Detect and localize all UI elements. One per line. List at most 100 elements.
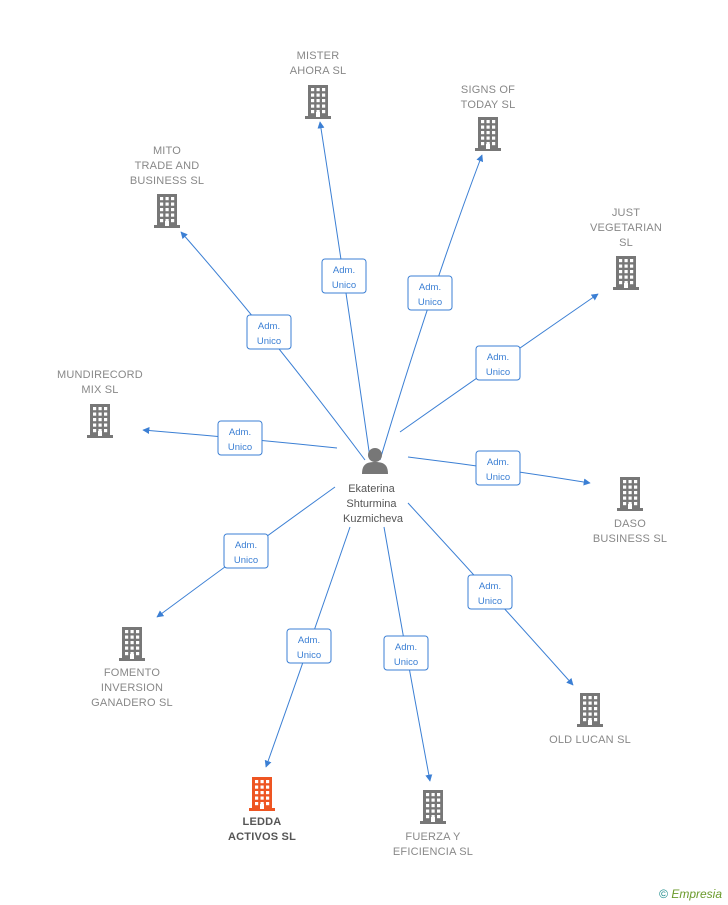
person-icon — [362, 448, 388, 474]
company-name-line-2: VEGETARIAN — [590, 222, 662, 234]
company-name-line-1: MITO — [153, 145, 181, 157]
footer-brand[interactable]: © Empresia — [659, 887, 722, 901]
company-name-line-2: EFICIENCIA SL — [393, 846, 473, 858]
copyright-icon: © — [659, 887, 668, 901]
company-name-line-2: BUSINESS SL — [593, 533, 667, 545]
role-line-2: Unico — [234, 555, 258, 566]
company-node-signs-of-today[interactable]: SIGNS OF TODAY SL — [461, 84, 516, 151]
svg-text:Adm.Unico: Adm. Unico — [228, 427, 252, 453]
svg-text:Adm.Unico: Adm. Unico — [486, 457, 510, 483]
svg-text:Adm.Unico: Adm. Unico — [234, 540, 258, 566]
role-line-2: Unico — [486, 472, 510, 483]
center-person[interactable]: Ekaterina Shturmina Kuzmicheva — [343, 448, 404, 525]
company-name-line-1: JUST — [612, 207, 640, 219]
company-name-line-3: GANADERO SL — [91, 697, 173, 709]
company-name-line-1: SIGNS OF — [461, 84, 515, 96]
building-icon — [617, 477, 643, 511]
role-line-1: Adm. — [479, 581, 501, 592]
role-line-2: Unico — [228, 442, 252, 453]
svg-text:Adm.Unico: Adm. Unico — [394, 642, 418, 668]
company-node-fuerza-eficiencia[interactable]: FUERZA Y EFICIENCIA SL — [393, 790, 473, 858]
company-name-line-1: OLD LUCAN SL — [549, 734, 631, 746]
role-box-daso-business[interactable]: Adm. Unico — [475, 450, 521, 486]
company-name-line-2: MIX SL — [81, 384, 118, 396]
role-line-1: Adm. — [487, 457, 509, 468]
company-node-ledda-activos[interactable]: LEDDA ACTIVOS SL — [228, 777, 296, 843]
svg-text:Adm.Unico: Adm. Unico — [486, 352, 510, 378]
person-name-line-2: Shturmina — [346, 498, 397, 510]
company-name-line-1: MISTER — [297, 50, 340, 62]
role-box-fomento-inversion[interactable]: Adm. Unico — [223, 533, 269, 569]
brand-name: Empresia — [671, 887, 722, 901]
company-node-old-lucan[interactable]: OLD LUCAN SL — [549, 693, 631, 746]
company-name-line-2: AHORA SL — [290, 65, 347, 77]
role-box-just-vegetarian[interactable]: Adm. Unico — [475, 345, 521, 381]
role-line-2: Unico — [486, 367, 510, 378]
building-icon — [475, 117, 501, 151]
svg-text:Adm.Unico: Adm.Unico — [478, 581, 502, 607]
company-name-line-1: DASO — [614, 518, 646, 530]
building-icon — [613, 256, 639, 290]
company-name-line-2: TODAY SL — [461, 99, 516, 111]
company-name-line-1: FOMENTO — [104, 667, 160, 679]
svg-text:Adm.Unico: Adm.Unico — [418, 282, 442, 308]
role-line-1: Adm. — [395, 642, 417, 653]
building-icon — [154, 194, 180, 228]
building-icon — [305, 85, 331, 119]
role-line-1: Adm. — [258, 321, 280, 332]
role-line-1: Adm. — [298, 635, 320, 646]
company-name-line-3: SL — [619, 237, 633, 249]
person-name-line-1: Ekaterina — [348, 483, 395, 495]
company-node-mito-trade[interactable]: MITO TRADE AND BUSINESS SL — [130, 145, 204, 228]
svg-text:Adm.Unico: Adm. Unico — [332, 265, 356, 291]
role-box-mundirecord-mix[interactable]: Adm. Unico — [217, 420, 263, 456]
role-box-mito-trade[interactable]: Adm. Unico — [246, 314, 292, 350]
role-line-2: Unico — [332, 280, 356, 291]
company-name-line-2: ACTIVOS SL — [228, 831, 296, 843]
role-box-ledda-activos[interactable]: Adm. Unico — [286, 628, 332, 664]
company-node-mundirecord-mix[interactable]: MUNDIRECORD MIX SL — [57, 369, 143, 438]
company-name-line-1: FUERZA Y — [405, 831, 461, 843]
role-line-2: Unico — [418, 297, 442, 308]
building-icon — [87, 404, 113, 438]
role-box-fuerza-eficiencia[interactable]: Adm. Unico — [383, 635, 429, 671]
role-box-signs-of-today[interactable]: Adm.Unico — [407, 275, 453, 311]
role-line-1: Adm. — [487, 352, 509, 363]
svg-text:Ekaterina Shturmina: Ekaterina Shturmina Kuzmicheva — [343, 483, 404, 525]
svg-text:OLD LUCAN SL: OLD LUCAN SL — [549, 734, 631, 746]
building-icon — [420, 790, 446, 824]
role-line-2: Unico — [297, 650, 321, 661]
role-line-2: Unico — [257, 336, 281, 347]
role-line-1: Adm. — [229, 427, 251, 438]
role-line-2: Unico — [394, 657, 418, 668]
company-node-daso-business[interactable]: DASO BUSINESS SL — [593, 477, 667, 545]
role-box-mister-ahora[interactable]: Adm. Unico — [321, 258, 367, 294]
company-node-fomento-inversion[interactable]: FOMENTO INVERSION GANADERO SL — [91, 627, 173, 709]
company-name-line-2: TRADE AND — [135, 160, 200, 172]
company-node-mister-ahora[interactable]: MISTER AHORA SL — [290, 50, 347, 119]
role-box-old-lucan[interactable]: Adm.Unico — [467, 574, 513, 610]
building-icon — [119, 627, 145, 661]
company-node-just-vegetarian[interactable]: JUST VEGETARIAN SL — [590, 207, 662, 290]
svg-text:Adm.Unico: Adm. Unico — [297, 635, 321, 661]
building-icon — [577, 693, 603, 727]
company-name-line-2: INVERSION — [101, 682, 163, 694]
building-icon — [249, 777, 275, 811]
role-line-1: Adm. — [235, 540, 257, 551]
role-line-1: Adm. — [333, 265, 355, 276]
company-name-line-1: MUNDIRECORD — [57, 369, 143, 381]
svg-text:Adm.Unico: Adm. Unico — [257, 321, 281, 347]
company-name-line-3: BUSINESS SL — [130, 175, 204, 187]
person-name-line-3: Kuzmicheva — [343, 513, 404, 525]
company-name-line-1: LEDDA — [243, 816, 282, 828]
